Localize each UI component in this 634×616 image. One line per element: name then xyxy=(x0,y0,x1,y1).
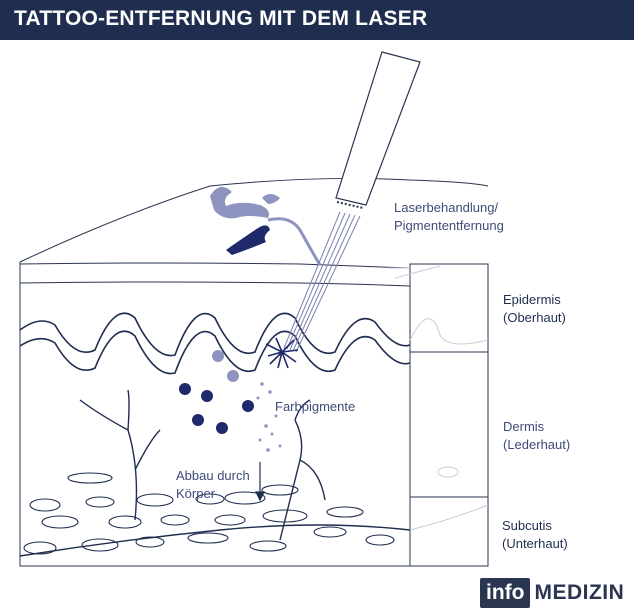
subcutis-label: Subcutis (Unterhaut) xyxy=(502,517,568,553)
top-side-faint xyxy=(394,265,441,279)
abbau-label-line2: Körper xyxy=(176,486,216,501)
tattoo-dark xyxy=(226,225,270,255)
epidermis-top-line xyxy=(19,262,411,269)
pigments-label: Farbpigmente xyxy=(275,399,356,414)
subcutis-boundary xyxy=(19,524,411,557)
page-title: TATTOO-ENTFERNUNG MIT DEM LASER xyxy=(14,7,428,30)
logo-box: info xyxy=(480,578,531,608)
pigments-dark xyxy=(179,383,254,434)
tattoo-light-2 xyxy=(262,194,280,204)
epidermis-label-line1: Epidermis xyxy=(503,292,561,307)
vessel-right xyxy=(279,399,326,541)
tattoo-curl xyxy=(267,217,322,266)
laser-handpiece xyxy=(335,51,421,206)
laser-beam xyxy=(283,211,361,353)
side-cell-faint xyxy=(437,466,459,478)
abbau-label: Abbau durch Körper xyxy=(176,467,250,503)
dermis-label-line2: (Lederhaut) xyxy=(503,437,571,452)
vessel-left xyxy=(79,389,161,521)
laser-label-line1: Laserbehandlung/ xyxy=(394,200,499,215)
laser-label: Laserbehandlung/ Pigmententfernung xyxy=(394,199,504,235)
side-wave-faint xyxy=(409,318,489,345)
subcutis-label-line2: (Unterhaut) xyxy=(502,536,568,551)
abbau-arrow xyxy=(255,462,265,502)
laser-label-line2: Pigmententfernung xyxy=(394,218,504,233)
skin-diagram xyxy=(19,51,489,567)
title-bar: TATTOO-ENTFERNUNG MIT DEM LASER xyxy=(0,0,634,40)
side-curve-faint xyxy=(409,504,489,531)
epidermis-wave-lower xyxy=(19,330,411,375)
front-face-outline xyxy=(19,262,410,567)
pigment-burst xyxy=(265,337,299,369)
logo-word: MEDIZIN xyxy=(534,581,625,604)
epidermis-label: Epidermis (Oberhaut) xyxy=(503,291,566,327)
dermis-label-line1: Dermis xyxy=(503,419,545,434)
layer-side-box xyxy=(409,263,489,567)
fat-cells xyxy=(23,472,395,555)
epidermis-label-line2: (Oberhaut) xyxy=(503,310,566,325)
pigments-light xyxy=(212,350,239,382)
tattoo-light xyxy=(210,186,269,219)
infomedizin-logo: info MEDIZIN xyxy=(480,578,624,608)
abbau-label-line1: Abbau durch xyxy=(176,468,250,483)
pigment-fragments xyxy=(256,382,282,452)
dermis-label: Dermis (Lederhaut) xyxy=(503,418,570,454)
epidermis-wave-upper xyxy=(19,312,411,357)
skin-top-surface xyxy=(19,177,489,263)
epidermis-top-line-2 xyxy=(19,281,411,287)
subcutis-label-line1: Subcutis xyxy=(502,518,552,533)
laser-tip-dots xyxy=(336,201,364,209)
